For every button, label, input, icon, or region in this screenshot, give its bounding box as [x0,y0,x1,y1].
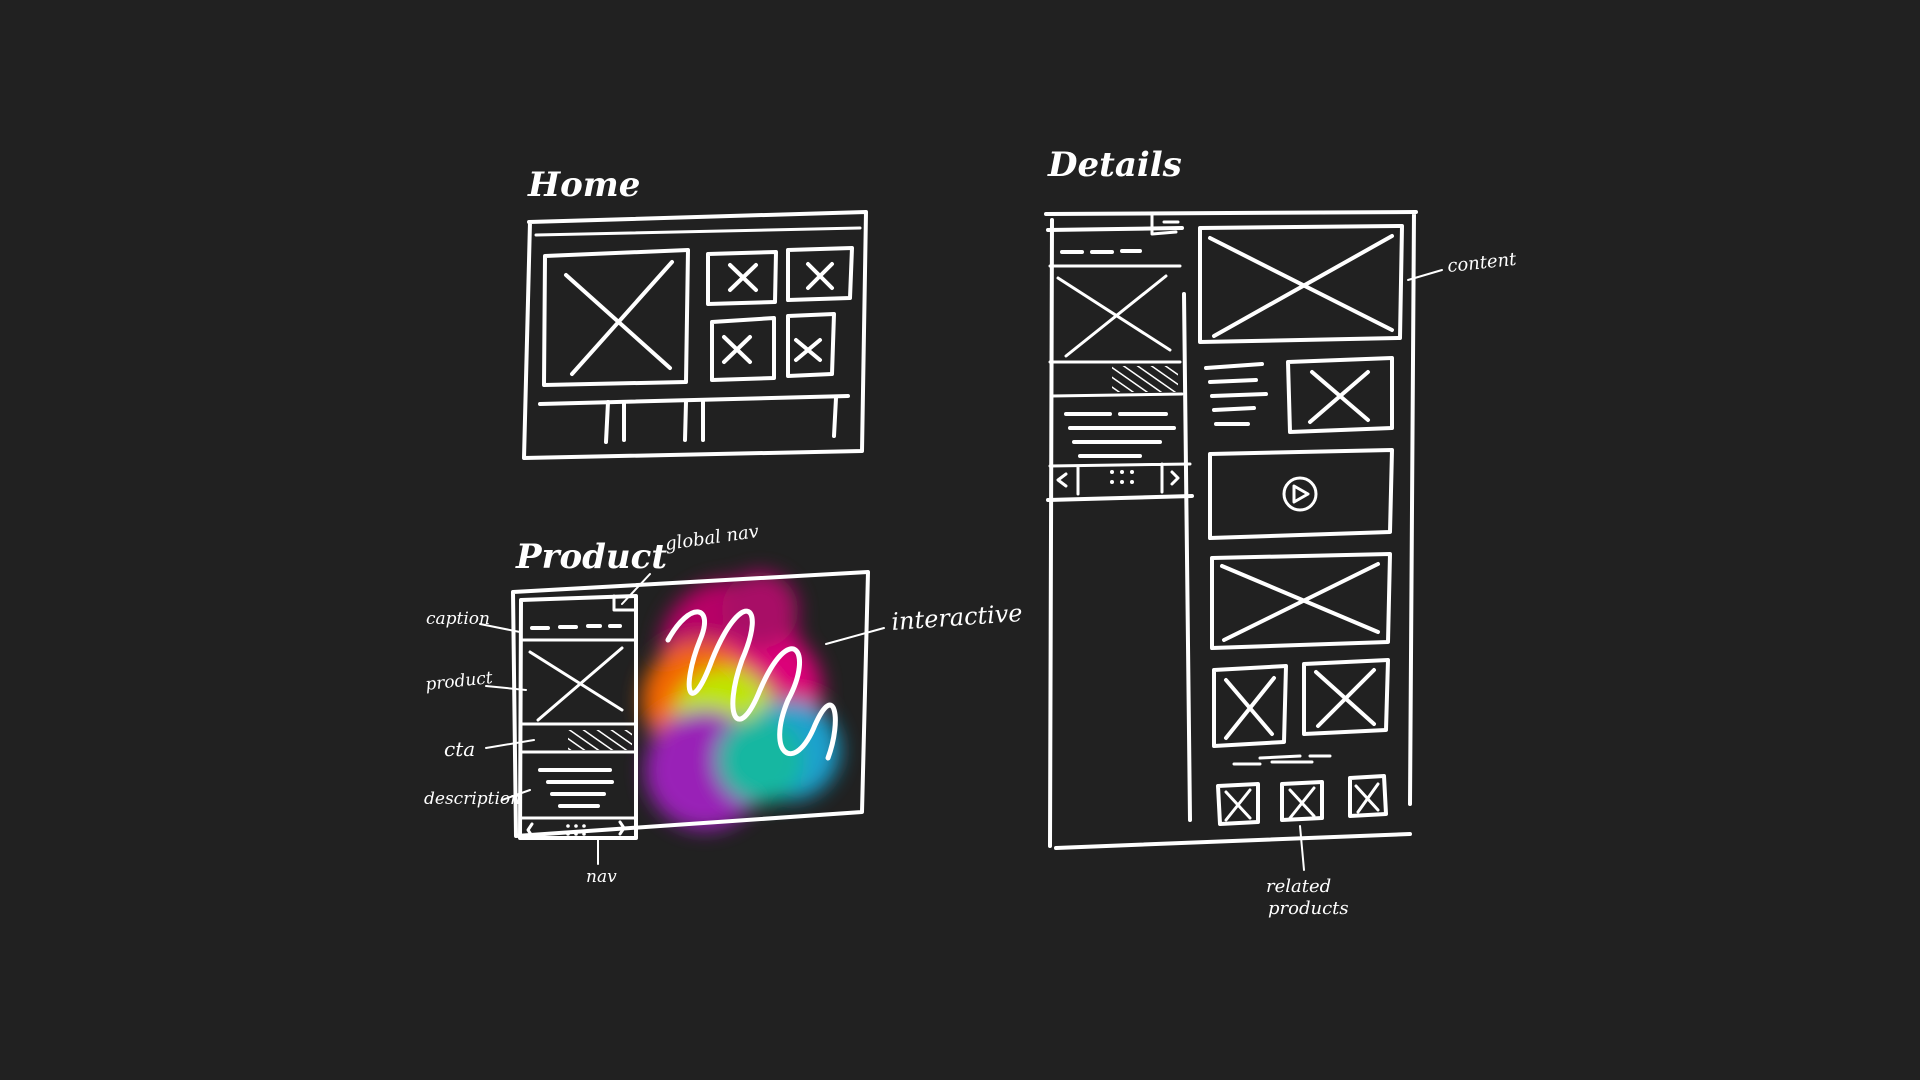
leader-interactive [825,627,885,645]
related-product-placeholder [1280,780,1324,822]
details-video-placeholder [1208,448,1394,540]
product-nav-bar [520,816,638,838]
product-image-placeholder [520,638,638,726]
details-caption-line [1060,249,1142,254]
details-large-image-placeholder [1210,552,1392,650]
details-frame [1044,210,1418,850]
home-title: Home [527,165,640,205]
annotation-product: product [424,668,493,695]
details-nav-bar [1048,462,1192,496]
home-thumb-placeholder [786,312,836,378]
details-title: Details [1047,145,1182,185]
home-footer-columns [604,396,838,444]
annotation-content: content [1446,249,1518,277]
global-nav-button [612,594,636,612]
annotation-nav: nav [586,867,617,887]
annotation-cta: cta [444,737,475,761]
home-thumb-placeholder [710,316,776,382]
details-content-column [1182,292,1192,822]
home-thumb-placeholder [706,250,778,306]
details-wireframe: Details [1044,145,1518,919]
home-thumb-placeholder [786,246,854,302]
details-phone-screen [1046,226,1194,502]
annotation-global-nav: global nav [664,521,760,555]
leader-cta [485,739,535,749]
home-hero-image-placeholder [542,248,690,387]
details-cta-button [1050,366,1184,398]
details-grid-image-placeholder [1212,664,1288,748]
product-cta-button [520,730,638,754]
details-description-lines [1064,412,1176,458]
home-frame [522,210,868,460]
annotation-related-line2: products [1268,898,1349,919]
details-text-lines [1204,362,1268,426]
home-header-bar [534,226,862,237]
details-inline-image-placeholder [1286,356,1394,434]
annotation-interactive: interactive [890,599,1023,636]
details-grid-image-placeholder [1302,658,1390,736]
annotation-description: description [424,789,521,809]
product-description-lines [538,768,614,808]
details-content-image-placeholder [1198,224,1404,344]
details-separator-lines [1232,754,1332,766]
product-phone-screen [518,594,638,840]
details-small-image-placeholder [1048,264,1182,364]
interactive-scribble [665,608,838,761]
home-footer-divider [538,394,850,406]
leader-global-nav [621,573,651,605]
annotation-caption: caption [426,609,490,629]
home-wireframe: Home [522,165,868,460]
leader-content [1407,269,1443,281]
product-wireframe: Product [424,521,1023,887]
leader-product [485,685,527,691]
product-title: Product [515,537,667,577]
interactive-color-blob [642,572,840,830]
leader-caption [479,623,521,633]
related-product-placeholder [1348,774,1388,818]
leader-description [501,789,531,801]
details-global-nav-button [1150,212,1180,236]
annotation-related-line1: related [1266,876,1331,897]
leader-related-products [1299,825,1305,871]
related-product-placeholder [1216,782,1260,826]
product-frame [511,570,870,838]
product-caption-line [530,624,622,630]
play-icon [1292,484,1310,504]
